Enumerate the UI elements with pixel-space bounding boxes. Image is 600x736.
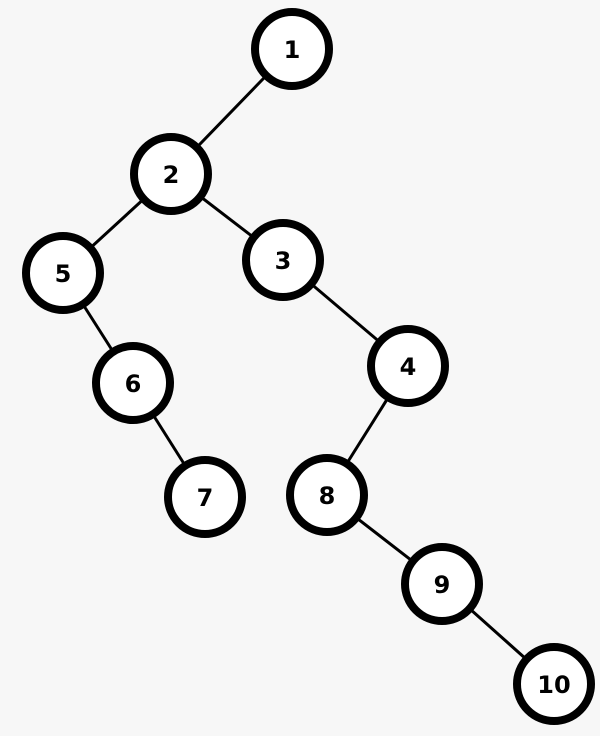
- tree-node-1: 1: [251, 8, 333, 90]
- node-label: 3: [275, 247, 292, 275]
- tree-node-10: 10: [513, 643, 595, 725]
- tree-node-9: 9: [401, 543, 483, 625]
- node-circle: [92, 342, 174, 424]
- tree-node-4: 4: [367, 325, 449, 407]
- node-circle: [251, 8, 333, 90]
- node-circle: [513, 643, 595, 725]
- tree-node-6: 6: [92, 342, 174, 424]
- node-label: 4: [400, 353, 417, 381]
- node-circle: [130, 133, 212, 215]
- tree-node-3: 3: [242, 219, 324, 301]
- tree-node-2: 2: [130, 133, 212, 215]
- node-label: 6: [125, 370, 142, 398]
- node-label: 10: [537, 671, 570, 699]
- node-circle: [367, 325, 449, 407]
- node-circle: [286, 454, 368, 536]
- node-label: 1: [284, 36, 301, 64]
- node-label: 9: [434, 571, 451, 599]
- tree-node-7: 7: [164, 456, 246, 538]
- tree-node-5: 5: [22, 232, 104, 314]
- node-circle: [164, 456, 246, 538]
- node-label: 7: [197, 484, 214, 512]
- node-circle: [401, 543, 483, 625]
- node-label: 2: [163, 161, 180, 189]
- tree-nodes: 1 2 3 4 5 6 7 8 9 10: [22, 8, 595, 725]
- node-circle: [242, 219, 324, 301]
- node-circle: [22, 232, 104, 314]
- node-label: 8: [319, 482, 336, 510]
- node-label: 5: [55, 260, 72, 288]
- tree-node-8: 8: [286, 454, 368, 536]
